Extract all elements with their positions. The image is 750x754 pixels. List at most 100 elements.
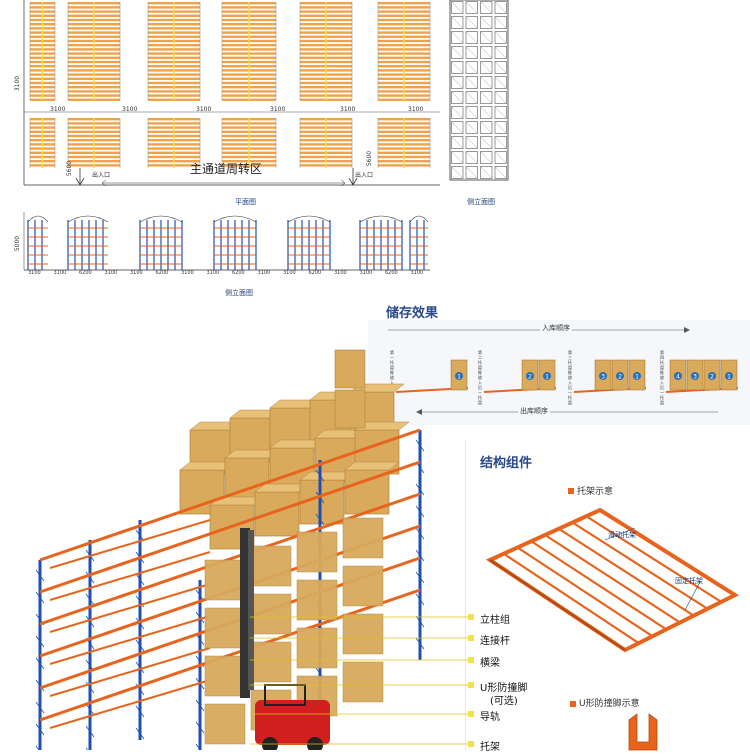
side-grid-brace — [465, 31, 478, 44]
side-grid-brace — [494, 91, 507, 104]
side-grid-cell — [465, 106, 478, 119]
plan-dim: 3100 — [196, 106, 212, 113]
side-elevation-grid — [449, 0, 509, 181]
side-grid-brace — [480, 151, 493, 164]
side-grid-cell — [494, 76, 507, 89]
elev-arch — [139, 215, 183, 223]
cargo-box — [250, 545, 292, 587]
side-grid-cell — [451, 136, 464, 149]
label-ushape: U形防撞脚 — [480, 683, 528, 694]
elev-arch — [409, 215, 429, 223]
rack-brace — [135, 639, 145, 652]
plan-dims: 3100 3100 3100 3100 3100 3100 — [50, 106, 450, 116]
stage-note: 第四托盘推放入后一托盘 — [660, 350, 664, 405]
side-grid-cell — [480, 1, 493, 14]
elevation-dim: 6200 — [385, 270, 398, 276]
stage-box-badge — [708, 372, 716, 380]
side-grid-brace — [465, 16, 478, 29]
elevation-dim: 3100 — [257, 270, 271, 276]
side-grid-cell — [465, 31, 478, 44]
cargo-box — [250, 641, 292, 683]
side-grid-brace — [494, 166, 507, 179]
stage-box-number: 2 — [618, 374, 622, 381]
stage-box-badge — [616, 372, 624, 380]
tray-drawing — [485, 507, 740, 653]
elevation-dim: 6200 — [155, 270, 169, 276]
stage-box-badge — [633, 372, 641, 380]
rack-brace — [415, 637, 425, 650]
stage-box-badge — [526, 372, 534, 380]
stage-box-badge — [725, 372, 733, 380]
rack-brace — [135, 727, 145, 740]
out-order-label: 出库顺序 — [518, 406, 550, 416]
side-grid-brace — [480, 91, 493, 104]
label-beam: 横梁 — [480, 658, 500, 669]
stage-box-number: 2 — [528, 374, 532, 381]
side-grid-brace — [494, 136, 507, 149]
side-grid-cell — [465, 16, 478, 29]
side-grid-brace — [451, 31, 464, 44]
side-grid-brace — [451, 121, 464, 134]
rack-brace — [315, 513, 325, 526]
rack-rail — [49, 647, 211, 697]
stage-box-number: 4 — [676, 374, 680, 381]
side-grid-brace — [480, 76, 493, 89]
side-grid-brace — [480, 46, 493, 59]
side-grid-brace — [480, 121, 493, 134]
side-grid-cell — [451, 106, 464, 119]
side-grid-brace — [465, 136, 478, 149]
side-grid-brace — [480, 1, 493, 14]
rack-brace — [135, 573, 145, 586]
side-grid-cell — [480, 151, 493, 164]
tray-bullet — [568, 488, 574, 494]
label-tray: 托架 — [480, 742, 500, 753]
side-grid-cell — [494, 151, 507, 164]
side-grid-brace — [451, 136, 464, 149]
side-grid-brace — [494, 31, 507, 44]
rack-beam — [39, 588, 421, 722]
side-grid-cell — [465, 91, 478, 104]
fixed-tray-label: 固定托架 — [675, 577, 703, 585]
rack-rail — [49, 583, 211, 633]
plan-drawing — [23, 0, 440, 187]
side-grid-cell — [451, 46, 464, 59]
side-grid-brace — [480, 16, 493, 29]
rack-beam — [39, 492, 421, 626]
plan-caption: 平面图 — [235, 198, 256, 206]
rack-beam — [39, 460, 421, 594]
side-grid-cell — [494, 61, 507, 74]
rack-brace — [35, 701, 45, 714]
cargo-box — [342, 565, 384, 607]
main-aisle-label: 主通道周转区 — [190, 162, 263, 176]
rack-brace — [415, 571, 425, 584]
cargo-box — [254, 491, 300, 537]
tray-crossbar — [558, 527, 695, 617]
structure-title: 结构组件 — [480, 456, 533, 471]
side-grid-cell — [494, 16, 507, 29]
front-elevation-drawing — [23, 212, 430, 271]
side-grid-cell — [465, 121, 478, 134]
rack-rail — [49, 551, 211, 601]
tray-crossbar — [571, 521, 709, 610]
cargo-box — [204, 559, 246, 601]
cargo-box — [334, 389, 366, 429]
rack-brace — [85, 571, 95, 584]
elevation-dim: 3100 — [410, 270, 424, 276]
plan-aisle-dim-right: 5600 — [366, 150, 374, 167]
elevation-dim: 3100 — [28, 270, 41, 276]
side-grid-cell — [494, 91, 507, 104]
ushape-bullet — [570, 701, 576, 707]
rack-brace — [195, 699, 205, 712]
side-grid-brace — [480, 166, 493, 179]
cargo-box — [296, 531, 338, 573]
side-grid-cell — [451, 31, 464, 44]
cargo-box — [204, 607, 246, 649]
ushape-title: U形防撞脚示意 — [579, 699, 640, 709]
side-grid-cell — [451, 91, 464, 104]
elevation-dim: 3100 — [283, 270, 296, 276]
side-grid-brace — [465, 76, 478, 89]
cargo-box-top — [344, 461, 400, 471]
plan-view: 3100 5600 5600 主通道周转区 出入口 出入口 平面图 — [10, 0, 440, 210]
stage-box-number: 3 — [693, 374, 697, 381]
